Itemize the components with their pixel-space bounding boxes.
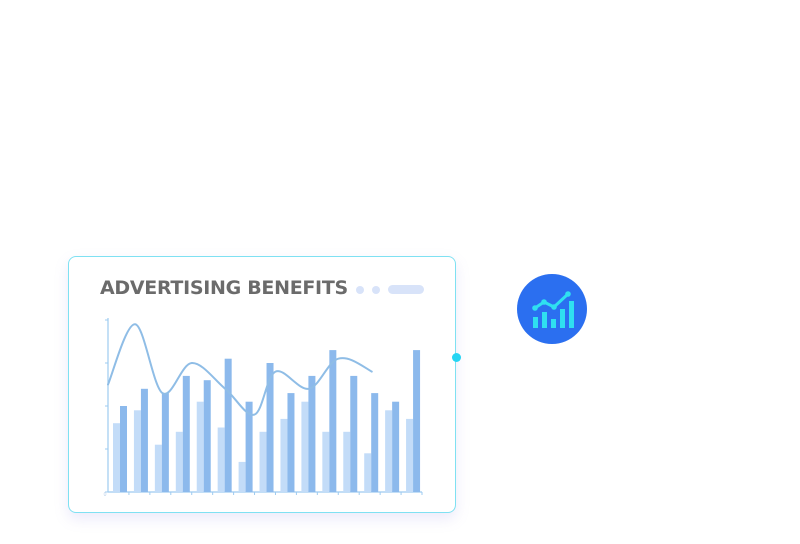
bar-series2-13 <box>392 401 400 492</box>
card-title: ADVERTISING BENEFITS <box>100 277 348 299</box>
bar-series2-14 <box>413 350 421 492</box>
bar-series2-1 <box>140 388 148 492</box>
bar-series2-5 <box>224 358 232 492</box>
bar-series2-11 <box>350 375 358 492</box>
bar-series1-7 <box>259 431 267 492</box>
bar-series1-4 <box>196 401 204 492</box>
bar-series1-14 <box>406 418 414 492</box>
advertising-chart: 0 <box>104 318 423 498</box>
bar-series1-1 <box>133 410 141 492</box>
bar-series2-6 <box>245 401 253 492</box>
connector-dot <box>452 353 461 362</box>
chart-growth-icon <box>532 291 574 328</box>
origin-label: 0 <box>104 492 107 498</box>
bar-series1-12 <box>364 453 372 492</box>
line-series <box>107 323 373 416</box>
bar-series2-3 <box>182 375 190 492</box>
menu-pill <box>388 285 424 294</box>
bar-series2-9 <box>308 375 316 492</box>
chart-badge <box>517 274 587 344</box>
bar-series1-10 <box>322 431 330 492</box>
bar-series1-6 <box>238 461 246 492</box>
bar-series1-2 <box>154 444 162 492</box>
bar-series2-12 <box>371 393 379 492</box>
menu-dot-2 <box>372 286 380 294</box>
bar-series1-5 <box>217 427 225 492</box>
bar-series1-9 <box>301 401 309 492</box>
bar-series2-4 <box>203 380 211 492</box>
bar-series1-8 <box>280 418 288 492</box>
bar-series1-3 <box>175 431 183 492</box>
bar-series2-2 <box>161 393 169 492</box>
bar-series2-10 <box>329 350 337 492</box>
menu-dot-1 <box>356 286 364 294</box>
bar-series1-13 <box>385 410 393 492</box>
bar-series1-11 <box>343 431 351 492</box>
bar-series2-0 <box>120 406 127 492</box>
bar-series2-7 <box>266 363 274 492</box>
bar-series1-0 <box>113 423 120 492</box>
bar-series2-8 <box>287 393 295 492</box>
